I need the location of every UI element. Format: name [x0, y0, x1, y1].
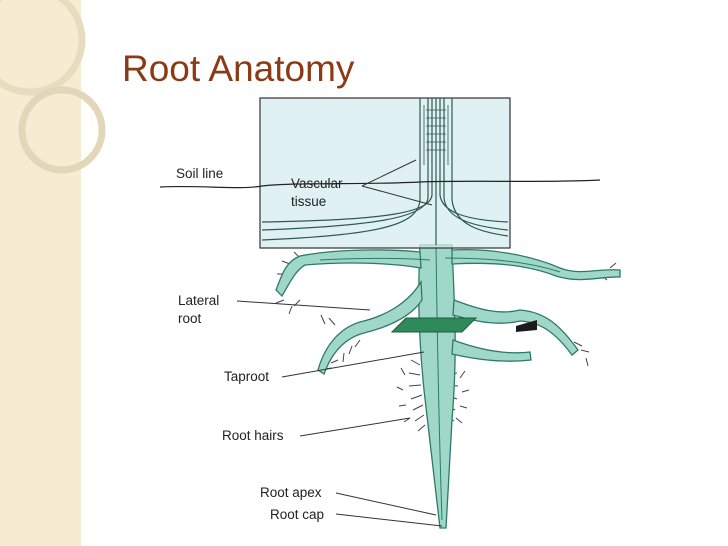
taproot-label: Taproot [224, 369, 269, 384]
slide-title: Root Anatomy [122, 48, 355, 89]
lateral-root-right-upper [451, 249, 621, 281]
stem-cutaway [261, 98, 509, 245]
lateral-label-line2: root [178, 311, 202, 326]
soil-line [159, 179, 601, 189]
lateral-root-right-lower [452, 299, 579, 356]
cut-marker [516, 320, 537, 332]
stem-stripes [423, 105, 449, 165]
cross-section-plate [390, 317, 478, 333]
vascular-label-line2: tissue [291, 194, 326, 209]
root-hairs-label: Root hairs [222, 428, 284, 443]
leader-lines [236, 159, 443, 527]
vascular-tissue [319, 244, 561, 521]
lateral-label-line1: Lateral [178, 293, 219, 308]
lateral-root-right-deep [451, 339, 532, 362]
root-system [275, 244, 621, 529]
root-apex-label: Root apex [260, 485, 322, 500]
lateral-root-left-lower [317, 279, 423, 375]
vascular-label-line1: Vascular [291, 176, 343, 191]
soil-line-label: Soil line [176, 166, 223, 181]
lateral-root-left-upper [275, 249, 422, 298]
taproot-body [418, 244, 456, 529]
root-cap-label: Root cap [270, 507, 324, 522]
decorative-circles [0, 0, 106, 174]
cutaway-box [259, 97, 511, 249]
